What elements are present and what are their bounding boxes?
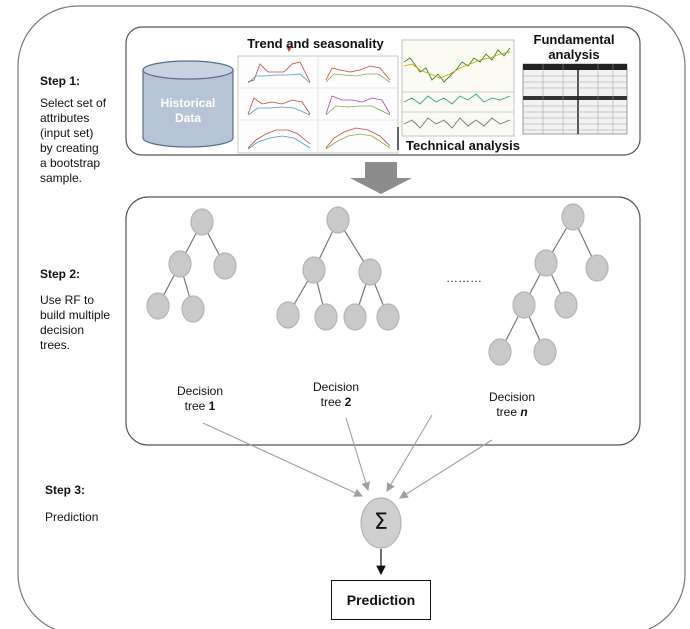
tree-label-line: tree 1 [160,399,240,414]
tree-label-line: Decision [488,390,536,404]
step1-line: Select set of [40,96,107,110]
technical-analysis-title: Technical analysis [406,138,520,153]
trees-ellipsis: ……… [446,271,482,285]
tree-label-line: tree 2 [296,395,376,410]
step2-line: trees. [40,338,71,352]
prediction-box: Prediction [331,580,431,620]
step1-line: (input set) [40,126,94,140]
tree-label-line: Decision [312,380,360,394]
tree-label-prefix: tree [496,405,521,419]
down-arrow-icon [350,162,412,194]
historical-data-cylinder [142,60,234,148]
trend-seasonality-charts [237,46,399,154]
historical-data-line: Historical [160,96,216,110]
fundamental-line: Fundamental [533,32,615,47]
step3-line: Prediction [45,510,99,524]
tree-index: 2 [344,395,352,409]
step2-line: build multiple [40,308,111,322]
fundamental-analysis-title: Fundamental analysis [518,32,630,62]
step1-description: Select set of attributes (input set) by … [40,96,124,186]
step1-line: a bootstrap [40,156,101,170]
tree-label-n: Decision tree n [472,390,552,420]
step3-title: Step 3: [45,483,86,497]
trend-seasonality-title: Trend and seasonality [247,36,384,51]
historical-data-line: Data [174,111,201,125]
tree-label-prefix: tree [320,395,345,409]
prediction-label: Prediction [346,592,416,608]
sigma-node [360,497,402,549]
tree-label-prefix: tree [184,399,209,413]
step3-description: Prediction [45,510,98,525]
outer-frame [17,5,686,629]
step2-line: Use RF to [40,293,95,307]
step1-title: Step 1: [40,74,81,88]
aggregation-arrows [202,414,493,499]
tree-label-2: Decision tree 2 [296,380,376,410]
technical-analysis-chart [397,39,515,150]
tree-index: n [520,405,528,419]
tree-index: 1 [208,399,216,413]
step1-line: by creating [40,141,99,155]
decision-tree-n [488,203,609,366]
step2-description: Use RF to build multiple decision trees. [40,293,126,353]
step2-line: decision [40,323,85,337]
fundamental-line: analysis [548,47,600,62]
step1-line: attributes [40,111,90,125]
decision-tree-2 [276,206,400,331]
step2-title: Step 2: [40,267,81,281]
tree-label-line: tree n [472,405,552,420]
tree-label-line: Decision [176,384,224,398]
tree-label-1: Decision tree 1 [160,384,240,414]
fundamental-analysis-table [522,63,628,135]
decision-tree-1 [146,208,237,323]
historical-data-label: Historical Data [143,96,233,126]
step1-line: sample. [40,171,83,185]
sigma-icon: Σ [374,510,388,535]
